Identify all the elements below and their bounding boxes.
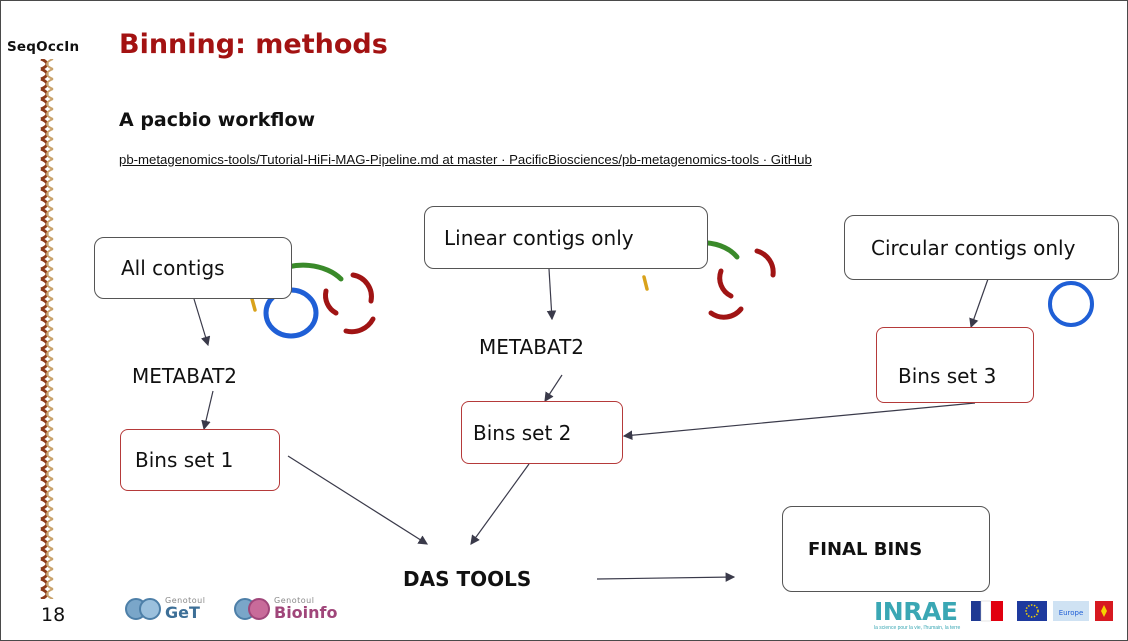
inrae-logo: INRAE [874, 597, 958, 626]
linear-contigs-box: Linear contigs only [424, 206, 708, 269]
das-tools-label: DAS TOOLS [403, 567, 532, 591]
bins-set-3-label: Bins set 3 [898, 364, 997, 388]
arrow-das-to-final [596, 572, 736, 582]
bins-set-2-label: Bins set 2 [473, 420, 572, 445]
github-tutorial-link[interactable]: pb-metagenomics-tools/Tutorial-HiFi-MAG-… [119, 152, 812, 167]
europe-region-icon: Europe [1053, 601, 1089, 621]
partner1-small-text: Genotoul [165, 596, 206, 605]
slide-title: Binning: methods [119, 29, 388, 60]
arrow-metabat-to-bins1 [201, 390, 214, 431]
arrow-bins1-to-das [287, 455, 429, 545]
partner2-small-text: Genotoul [274, 596, 315, 605]
final-bins-label: FINAL BINS [808, 538, 923, 560]
blue-circle-3 [1048, 281, 1094, 327]
linear-contigs-label: Linear contigs only [444, 225, 634, 250]
arrow-all-to-metabat [193, 298, 211, 347]
partner2-big-text: Bioinfo [274, 603, 338, 622]
bins-set-3-box: Bins set 3 [876, 327, 1034, 403]
red-arc-1a [323, 288, 339, 316]
all-contigs-box: All contigs [94, 237, 292, 299]
partner-flags: Europe [971, 600, 1113, 622]
red-arc-2b [754, 248, 776, 278]
final-bins-box: FINAL BINS [782, 506, 990, 592]
circular-contigs-label: Circular contigs only [871, 235, 1076, 260]
bins-set-2-box: Bins set 2 [461, 401, 623, 464]
genotoul-get-logo: Genotoul GeT [125, 597, 205, 621]
inrae-tagline: la science pour la vie, l'humain, la ter… [874, 625, 961, 631]
seqoccin-logo-text: SeqOccIn [7, 39, 80, 55]
metabat2-label-1: METABAT2 [132, 364, 238, 388]
eu-flag-icon [1017, 601, 1047, 621]
republique-francaise-flag-icon [971, 600, 1003, 622]
partner1-big-text: GeT [165, 603, 200, 622]
genotoul-bioinfo-logo: Genotoul Bioinfo [234, 597, 338, 621]
page-number: 18 [41, 604, 66, 626]
metabat2-label-2: METABAT2 [479, 335, 585, 359]
arrow-circular-to-bins3 [969, 278, 989, 329]
svg-text:Europe: Europe [1059, 609, 1084, 617]
circular-contigs-box: Circular contigs only [844, 215, 1119, 280]
all-contigs-label: All contigs [121, 256, 225, 280]
occitanie-region-icon [1095, 601, 1113, 621]
arrow-bins3-to-bins2 [622, 402, 976, 440]
bins-set-1-box: Bins set 1 [120, 429, 280, 491]
bins-set-1-label: Bins set 1 [135, 448, 234, 472]
seqoccin-logo: SeqOccIn [7, 39, 79, 55]
yellow-arc-1 [250, 297, 257, 312]
genotoul-circle-icon-2 [139, 598, 161, 620]
dna-strand-decoration [37, 59, 57, 599]
section-subtitle: A pacbio workflow [119, 109, 316, 131]
red-arc-1b [350, 272, 374, 304]
red-arc-2c [708, 306, 744, 320]
arrow-metabat-to-bins2 [544, 374, 563, 403]
red-arc-2a [717, 268, 734, 299]
arrow-linear-to-metabat [546, 268, 557, 321]
red-arc-1c [343, 316, 376, 335]
bioinfo-circle-icon [248, 598, 270, 620]
yellow-arc-2 [642, 275, 649, 291]
arrow-bins2-to-das [470, 463, 530, 545]
